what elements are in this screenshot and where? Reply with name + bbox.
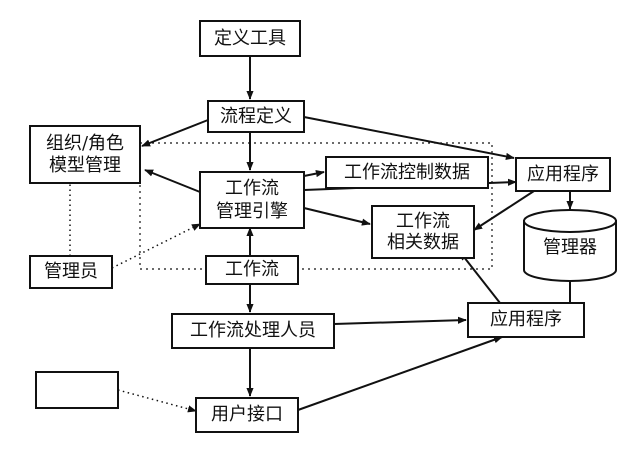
org-model-label-line1: 组织/角色 bbox=[46, 133, 124, 154]
node-relevant-data: 工作流 相关数据 bbox=[371, 205, 475, 259]
node-blank bbox=[35, 371, 119, 409]
app-program-top-label: 应用程序 bbox=[527, 164, 599, 185]
manager-db-label: 管理器 bbox=[543, 237, 597, 258]
app-program-bottom-label: 应用程序 bbox=[490, 309, 562, 330]
define-tool-label: 定义工具 bbox=[214, 28, 286, 49]
process-definition-label: 流程定义 bbox=[220, 106, 292, 127]
node-define-tool: 定义工具 bbox=[199, 20, 301, 57]
connectors bbox=[69, 56, 574, 413]
relevant-data-label-line1: 工作流 bbox=[396, 211, 450, 232]
arrow-app-to-relevant-data bbox=[473, 190, 535, 231]
dotted-admin-to-engine bbox=[111, 223, 201, 269]
relevant-data-label-line2: 相关数据 bbox=[387, 232, 459, 253]
node-control-data: 工作流控制数据 bbox=[325, 156, 489, 189]
engine-label-line1: 工作流 bbox=[225, 178, 279, 199]
user-interface-label: 用户接口 bbox=[211, 404, 283, 425]
arrow-user-interface-to-app bbox=[297, 336, 503, 411]
node-org-role-model: 组织/角色 模型管理 bbox=[29, 125, 141, 184]
dotted-blank-to-user-interface bbox=[117, 389, 197, 413]
arrow-definition-to-app bbox=[303, 116, 515, 160]
arrow-engine-to-relevant-data bbox=[303, 207, 371, 226]
org-model-label-line2: 模型管理 bbox=[49, 155, 121, 176]
control-data-label: 工作流控制数据 bbox=[344, 162, 470, 183]
node-process-definition: 流程定义 bbox=[207, 100, 305, 133]
node-user-interface: 用户接口 bbox=[195, 397, 299, 433]
administrator-label: 管理员 bbox=[44, 261, 98, 282]
participant-label: 工作流处理人员 bbox=[190, 320, 316, 341]
node-administrator: 管理员 bbox=[29, 255, 113, 289]
node-app-program-bottom: 应用程序 bbox=[467, 302, 585, 338]
node-workflow-engine: 工作流 管理引擎 bbox=[199, 171, 305, 229]
node-workflow: 工作流 bbox=[205, 255, 299, 285]
workflow-label: 工作流 bbox=[225, 259, 279, 280]
node-workflow-participant: 工作流处理人员 bbox=[171, 313, 335, 349]
arrow-definition-to-org bbox=[141, 119, 209, 147]
node-manager-database: 管理器 bbox=[523, 209, 617, 282]
workflow-boundary bbox=[139, 142, 493, 270]
arrow-participant-to-app bbox=[333, 316, 467, 325]
arrow-engine-to-control-data bbox=[303, 170, 325, 178]
engine-label-line2: 管理引擎 bbox=[216, 201, 288, 222]
arrow-engine-to-org bbox=[144, 169, 201, 193]
arrow-app-to-relevant-data-lower bbox=[459, 251, 501, 304]
node-app-program-top: 应用程序 bbox=[515, 157, 611, 192]
